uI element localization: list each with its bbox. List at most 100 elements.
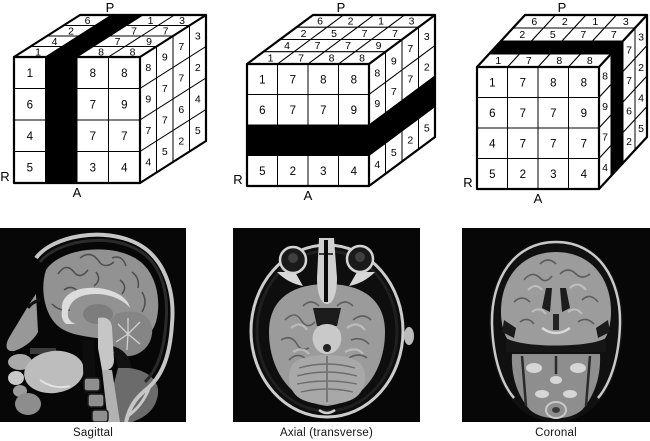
voxel-value: 1 <box>592 16 598 28</box>
voxel-value: 8 <box>359 52 365 64</box>
voxel-value: 7 <box>407 43 413 55</box>
voxel-value: 2 <box>407 135 413 147</box>
voxel-value: 7 <box>392 28 398 40</box>
highlighted-slice <box>45 57 77 183</box>
voxel-value: 2 <box>424 61 430 73</box>
voxel-value: 5 <box>162 146 168 158</box>
voxel-value: 7 <box>163 25 169 37</box>
voxel-value: 9 <box>145 94 151 106</box>
posterior-axis-label: P <box>106 0 115 15</box>
voxel-value: 2 <box>348 16 354 28</box>
voxel-value: 7 <box>520 108 526 120</box>
voxel-value: 7 <box>520 138 526 150</box>
voxel-value: 7 <box>121 131 127 143</box>
voxel-value: 7 <box>298 52 304 64</box>
voxel-value: 4 <box>284 40 290 52</box>
voxel-value: 1 <box>489 77 495 89</box>
voxel-value: 7 <box>90 131 96 143</box>
voxel-value: 2 <box>195 62 201 74</box>
right-axis-label: R <box>0 169 9 184</box>
voxel-value: 4 <box>351 166 358 178</box>
posterior-axis-label: P <box>558 0 567 15</box>
voxel-value: 7 <box>602 131 608 143</box>
voxel-value: 1 <box>268 52 274 64</box>
voxel-value: 7 <box>391 86 397 98</box>
voxel-value: 6 <box>626 105 632 117</box>
caption-sagittal: Sagittal <box>73 427 113 439</box>
voxel-value: 7 <box>145 125 151 137</box>
voxel-value: 6 <box>85 15 91 27</box>
voxel-value: 8 <box>587 55 593 67</box>
voxel-value: 8 <box>130 46 136 58</box>
highlighted-slice <box>489 41 623 54</box>
voxel-value: 5 <box>424 122 430 134</box>
coronal-mri-image <box>462 228 650 422</box>
highlighted-slice <box>247 125 369 156</box>
cervical-spine <box>83 377 109 422</box>
sagittal-mri-image <box>0 228 186 422</box>
voxel-value: 8 <box>329 52 335 64</box>
voxel-value: 8 <box>351 74 357 86</box>
voxel-value: 7 <box>362 28 368 40</box>
voxel-value: 3 <box>424 31 430 43</box>
voxel-value: 7 <box>581 138 587 150</box>
voxel-value: 7 <box>550 108 556 120</box>
corpus-callosum <box>61 287 130 324</box>
lateral-ventricle <box>542 288 552 312</box>
voxel-value: 2 <box>626 136 632 148</box>
voxel-value: 3 <box>90 162 96 174</box>
voxel-value: 2 <box>638 62 644 74</box>
voxel-value: 4 <box>121 162 128 174</box>
tongue <box>24 350 84 394</box>
voxel-value: 9 <box>581 108 587 120</box>
cube-edge <box>597 13 649 69</box>
sulci-lines <box>280 301 372 361</box>
voxel-value: 7 <box>178 73 184 85</box>
voxel-value: 7 <box>178 41 184 53</box>
voxel-value: 7 <box>611 29 617 41</box>
axial-slice-cube-diagram: 6213257747791788178867794777523489749775… <box>233 0 437 203</box>
sagittal-slice-cube-diagram: 6213257747791788178867794777523489749775… <box>0 0 208 200</box>
voxel-value: 5 <box>489 169 495 181</box>
voxel-value: 7 <box>526 55 532 67</box>
voxel-value: 9 <box>376 40 382 52</box>
voxel-value: 4 <box>195 94 201 106</box>
voxel-value: 5 <box>391 147 397 159</box>
highlighted-slice <box>45 15 143 57</box>
voxel-value: 9 <box>146 36 152 48</box>
voxel-value: 8 <box>550 77 556 89</box>
voxel-value: 7 <box>162 115 168 127</box>
voxel-value: 7 <box>626 44 632 56</box>
voxel-value: 9 <box>602 101 608 113</box>
right-axis-label: R <box>233 172 242 187</box>
voxel-value: 8 <box>90 68 96 80</box>
voxel-value: 5 <box>259 166 265 178</box>
voxel-value: 8 <box>98 46 104 58</box>
voxel-value: 5 <box>331 28 337 40</box>
voxel-value: 9 <box>391 55 397 67</box>
voxel-value: 6 <box>27 99 33 111</box>
voxel-value: 5 <box>27 162 33 174</box>
voxel-value: 7 <box>115 36 121 48</box>
right-axis-label: R <box>463 175 472 190</box>
voxel-value: 2 <box>290 166 296 178</box>
voxel-value: 7 <box>626 75 632 87</box>
voxel-value: 8 <box>581 77 587 89</box>
voxel-value: 6 <box>178 104 184 116</box>
voxel-value: 5 <box>550 29 556 41</box>
voxel-value: 4 <box>374 159 380 171</box>
voxel-value: 1 <box>495 55 501 67</box>
voxel-value: 9 <box>374 98 380 110</box>
anterior-axis-label: A <box>73 185 82 200</box>
highlighted-slice <box>611 41 623 176</box>
voxel-value: 7 <box>162 83 168 95</box>
voxel-value: 9 <box>351 105 357 117</box>
voxel-value: 7 <box>131 25 137 37</box>
voxel-value: 9 <box>121 99 127 111</box>
voxel-value: 2 <box>68 25 74 37</box>
voxel-value: 8 <box>602 70 608 82</box>
voxel-value: 3 <box>195 31 201 43</box>
voxel-value: 2 <box>562 16 568 28</box>
voxel-value: 7 <box>290 74 296 86</box>
voxel-value: 5 <box>638 123 644 135</box>
